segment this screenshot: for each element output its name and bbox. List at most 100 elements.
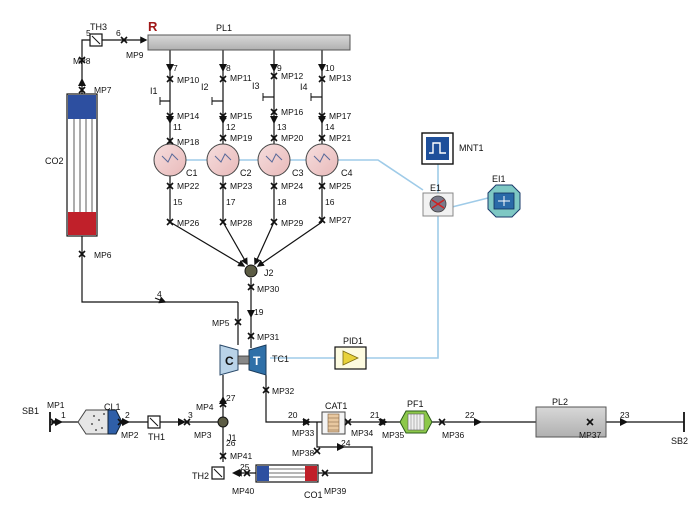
- measurement-point-x-mark[interactable]: [270, 218, 278, 226]
- catalyst-cat1[interactable]: [321, 411, 346, 435]
- measurement-point-x-mark[interactable]: [234, 318, 242, 326]
- ei1-block[interactable]: [487, 184, 521, 218]
- arrow-23: [620, 418, 628, 426]
- i3-label: I3: [252, 81, 260, 91]
- mp22-label: MP22: [177, 181, 199, 191]
- measurement-point-x-mark[interactable]: [219, 75, 227, 83]
- measurement-point-x-mark[interactable]: [313, 447, 321, 455]
- mp32-label: MP32: [272, 386, 294, 396]
- measurement-point-x-mark[interactable]: [219, 400, 227, 408]
- plenum-pl2[interactable]: [535, 406, 607, 438]
- cat1-label: CAT1: [325, 401, 347, 411]
- measurement-point-x-mark[interactable]: [219, 182, 227, 190]
- measurement-point-x-mark[interactable]: [318, 134, 326, 142]
- title-marker: R: [148, 19, 158, 34]
- measurement-point-x-mark[interactable]: [78, 56, 86, 64]
- measurement-point-x-mark[interactable]: [318, 75, 326, 83]
- measurement-points: [50, 36, 594, 477]
- arrow-21: [380, 418, 388, 426]
- mp41-label: MP41: [230, 451, 252, 461]
- mp6-label: MP6: [94, 250, 112, 260]
- cylinder-c1[interactable]: [153, 143, 187, 177]
- flow-5: 5: [86, 28, 91, 38]
- flow-20: 20: [288, 410, 298, 420]
- measurement-point-x-mark[interactable]: [270, 182, 278, 190]
- cylinder-c3[interactable]: [257, 143, 291, 177]
- monitor-mnt1[interactable]: [421, 132, 454, 165]
- sb1-label: SB1: [22, 406, 39, 416]
- measurement-point-x-mark[interactable]: [219, 452, 227, 460]
- measurement-point-x-mark[interactable]: [247, 332, 255, 340]
- measurement-point-x-mark[interactable]: [270, 108, 278, 116]
- measurement-point-x-mark[interactable]: [219, 112, 227, 120]
- cylinder-c2[interactable]: [206, 143, 240, 177]
- pl2-label: PL2: [552, 397, 568, 407]
- controller-pid1[interactable]: [334, 346, 367, 370]
- c3-label: C3: [292, 168, 304, 178]
- flow-17: 17: [226, 197, 236, 207]
- junction-j1[interactable]: [217, 416, 229, 428]
- plenum-pl1[interactable]: [147, 34, 351, 51]
- engine-interface-e1[interactable]: [422, 192, 454, 217]
- mp7-label: MP7: [94, 85, 112, 95]
- measurement-point-x-mark[interactable]: [243, 469, 251, 477]
- mp26-label: MP26: [177, 218, 199, 228]
- measurement-point-x-mark[interactable]: [78, 86, 86, 94]
- measurement-point-x-mark[interactable]: [120, 36, 128, 44]
- mp4-label: MP4: [196, 402, 214, 412]
- mp17-label: MP17: [329, 111, 351, 121]
- measurement-point-x-mark[interactable]: [78, 250, 86, 258]
- mp25-label: MP25: [329, 181, 351, 191]
- measurement-point-x-mark[interactable]: [321, 469, 329, 477]
- flow-16: 16: [325, 197, 335, 207]
- measurement-point-x-mark[interactable]: [270, 72, 278, 80]
- measurement-point-x-mark[interactable]: [247, 283, 255, 291]
- measurement-point-x-mark[interactable]: [318, 112, 326, 120]
- exh-to-j2-1: [169, 221, 246, 267]
- signal-line-pid-in: [366, 215, 439, 359]
- exh-to-j2-2: [222, 221, 248, 266]
- mp34-label: MP34: [351, 428, 373, 438]
- junction-j2[interactable]: [244, 264, 258, 278]
- measurement-point-x-mark[interactable]: [219, 218, 227, 226]
- c4-label: C4: [341, 168, 353, 178]
- i2-label: I2: [201, 82, 209, 92]
- measurement-point-x-mark[interactable]: [270, 134, 278, 142]
- mp16-label: MP16: [281, 107, 303, 117]
- measurement-point-x-mark[interactable]: [344, 418, 352, 426]
- measurement-point-x-mark[interactable]: [166, 218, 174, 226]
- mp36-label: MP36: [442, 430, 464, 440]
- measurement-point-x-mark[interactable]: [50, 418, 58, 426]
- measurement-point-x-mark[interactable]: [262, 386, 270, 394]
- measurement-point-x-mark[interactable]: [378, 418, 386, 426]
- mp27-label: MP27: [329, 215, 351, 225]
- flow-6: 6: [116, 28, 121, 38]
- cooler-co1[interactable]: [255, 464, 319, 483]
- measurement-point-x-mark[interactable]: [438, 418, 446, 426]
- measurement-point-x-mark[interactable]: [166, 112, 174, 120]
- measurement-point-x-mark[interactable]: [166, 137, 174, 145]
- measurement-point-x-mark[interactable]: [166, 182, 174, 190]
- particulate-filter-pf1[interactable]: [399, 410, 433, 434]
- mp11-label: MP11: [230, 73, 252, 83]
- measurement-point-x-mark[interactable]: [318, 216, 326, 224]
- arrow-8: [219, 64, 227, 72]
- cooler-co2[interactable]: [66, 93, 98, 237]
- measurement-point-x-mark[interactable]: [318, 182, 326, 190]
- measurement-point-x-mark[interactable]: [219, 134, 227, 142]
- j2-label: J2: [264, 268, 274, 278]
- air-cleaner-cl1[interactable]: [77, 409, 123, 435]
- flow-2: 2: [125, 410, 130, 420]
- measurement-point-x-mark[interactable]: [586, 418, 594, 426]
- arrow-9: [270, 64, 278, 72]
- measurement-point-x-mark[interactable]: [117, 418, 125, 426]
- mp35-label: MP35: [382, 430, 404, 440]
- mp15-label: MP15: [230, 111, 252, 121]
- cl1-label: CL1: [104, 402, 121, 412]
- cylinder-c4[interactable]: [305, 143, 339, 177]
- turbocharger-tc1[interactable]: [219, 344, 267, 376]
- measurement-point-x-mark[interactable]: [166, 75, 174, 83]
- flow-23: 23: [620, 410, 630, 420]
- measurement-point-x-mark[interactable]: [302, 418, 310, 426]
- measurement-point-x-mark[interactable]: [183, 418, 191, 426]
